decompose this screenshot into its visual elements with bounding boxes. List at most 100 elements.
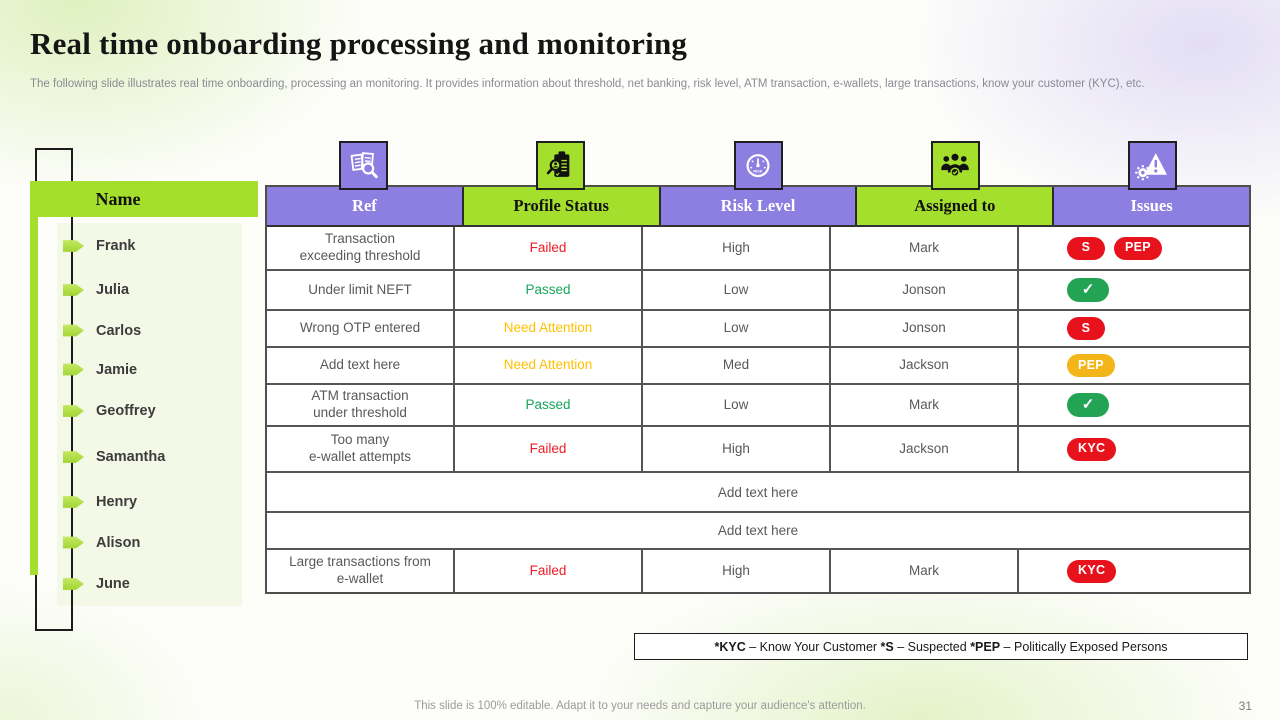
profile-status-cell: Need Attention <box>455 348 643 383</box>
assigned-to-cell: Jonson <box>831 311 1019 346</box>
check-badge-icon: ✓ <box>1067 278 1109 302</box>
name-list-item: Samantha <box>63 447 165 467</box>
name-label: Henry <box>96 494 138 510</box>
profile-status-cell: Failed <box>455 550 643 592</box>
issues-cell: KYC <box>1019 550 1249 592</box>
risk-level-cell: Med <box>643 348 831 383</box>
svg-text:RISK: RISK <box>753 169 762 173</box>
assigned-to-cell: Mark <box>831 227 1019 269</box>
assigned-to-cell: Jackson <box>831 427 1019 471</box>
name-list-item: Frank <box>63 236 136 256</box>
name-list-item: June <box>63 574 130 594</box>
arrow-bullet-icon <box>63 536 84 549</box>
ref-cell: Too many e-wallet attempts <box>267 427 455 471</box>
issues-cell: ✓ <box>1019 385 1249 425</box>
issue-badge-kyc: KYC <box>1067 437 1117 461</box>
legend-definition: – Politically Exposed Persons <box>1000 639 1168 654</box>
ref-cell: Add text here <box>267 348 455 383</box>
name-label: June <box>96 576 130 592</box>
name-list-item: Alison <box>63 533 140 553</box>
issues-cell: PEP <box>1019 348 1249 383</box>
profile-status-cell: Passed <box>455 271 643 309</box>
clipboard-search-icon <box>536 141 586 190</box>
name-label: Geoffrey <box>96 403 156 419</box>
column-header-assigned-to: Assigned to <box>857 187 1055 225</box>
arrow-bullet-icon <box>63 405 84 417</box>
arrow-bullet-icon <box>63 496 84 508</box>
profile-status-cell: Need Attention <box>455 311 643 346</box>
profile-status-cell: Failed <box>455 427 643 471</box>
risk-level-cell: Low <box>643 385 831 425</box>
legend-text: *KYC – Know Your Customer *S – Suspected… <box>714 640 1167 654</box>
name-list-item: Carlos <box>63 321 141 341</box>
legend-term: *KYC <box>714 639 746 654</box>
names-panel-background <box>57 223 242 606</box>
column-header-risk-level: Risk Level <box>660 187 858 225</box>
page-number: 31 <box>1238 699 1252 713</box>
issues-cell: ✓ <box>1019 271 1249 309</box>
ref-cell: Under limit NEFT <box>267 271 455 309</box>
name-list-item: Jamie <box>63 360 137 380</box>
footer-note: This slide is 100% editable. Adapt it to… <box>414 700 866 712</box>
gear-warning-icon <box>1127 141 1177 190</box>
risk-level-cell: Low <box>643 311 831 346</box>
name-list-item: Geoffrey <box>63 401 156 421</box>
legend-term: *PEP <box>970 639 1001 654</box>
column-header-profile-status: Profile Status <box>463 187 661 225</box>
name-list-item: Henry <box>63 492 137 512</box>
arrow-bullet-icon <box>63 240 84 252</box>
profile-status-cell: Failed <box>455 227 643 269</box>
document-search-icon <box>339 141 389 190</box>
risk-level-cell: High <box>643 550 831 592</box>
table-row: Add text here <box>267 473 1249 513</box>
ref-cell: ATM transaction under threshold <box>267 385 455 425</box>
names-column-header: Name <box>30 181 258 217</box>
arrow-bullet-icon <box>63 284 84 296</box>
risk-level-cell: High <box>643 227 831 269</box>
names-column-header-label: Name <box>95 188 141 209</box>
issues-cell: S PEP <box>1019 227 1249 269</box>
table-row: Add text here <box>267 513 1249 550</box>
assigned-to-cell: Mark <box>831 550 1019 592</box>
arrow-bullet-icon <box>63 363 84 376</box>
risk-gauge-icon: RISK <box>733 141 783 190</box>
ref-cell: Transaction exceeding threshold <box>267 227 455 269</box>
name-label: Frank <box>96 238 136 254</box>
name-label: Samantha <box>96 449 166 465</box>
legend-box: *KYC – Know Your Customer *S – Suspected… <box>634 633 1248 660</box>
assigned-to-cell: Jonson <box>831 271 1019 309</box>
issues-cell: KYC <box>1019 427 1249 471</box>
legend-definition: – Suspected <box>893 639 971 654</box>
name-label: Carlos <box>96 322 142 339</box>
ref-cell: Wrong OTP entered <box>267 311 455 346</box>
merged-row-cell: Add text here <box>717 484 799 500</box>
issue-badge-pep: PEP <box>1114 236 1162 260</box>
check-badge-icon: ✓ <box>1067 393 1109 417</box>
legend-definition: – Know Your Customer <box>745 639 881 654</box>
column-header-issues: Issues <box>1054 187 1249 225</box>
issues-cell: S <box>1019 311 1249 346</box>
merged-row-cell: Add text here <box>717 523 799 538</box>
decorative-green-strip <box>30 217 38 575</box>
risk-level-cell: Low <box>643 271 831 309</box>
team-check-icon <box>930 141 980 190</box>
arrow-bullet-icon <box>63 451 84 463</box>
ref-cell: Large transactions from e-wallet <box>267 550 455 592</box>
issue-badge-pep: PEP <box>1067 354 1115 377</box>
assigned-to-cell: Mark <box>831 385 1019 425</box>
arrow-bullet-icon <box>63 578 84 590</box>
name-list-item: Julia <box>63 280 129 300</box>
page-title: Real time onboarding processing and moni… <box>30 26 688 61</box>
assigned-to-cell: Jackson <box>831 348 1019 383</box>
issue-badge-s: S <box>1067 236 1105 260</box>
